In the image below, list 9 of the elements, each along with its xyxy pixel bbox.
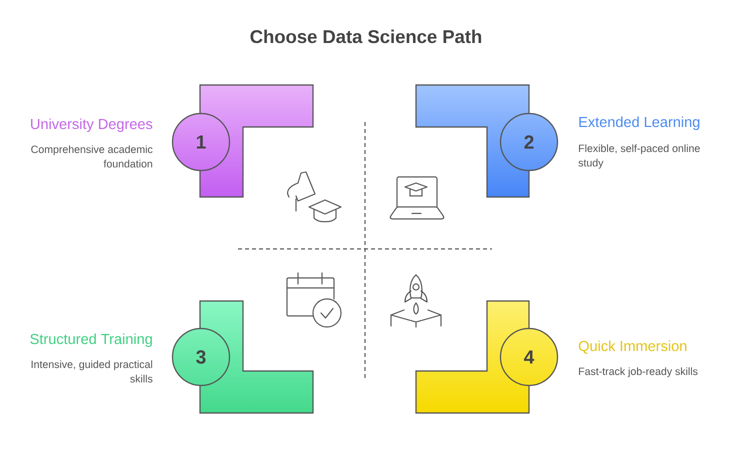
heading: University Degrees bbox=[31, 118, 152, 132]
description: Comprehensive academic foundation bbox=[31, 145, 152, 168]
description: Fast-track job-ready skills bbox=[579, 367, 698, 378]
heading: Structured Training bbox=[30, 333, 152, 347]
description: Flexible, self-paced online study bbox=[578, 144, 700, 169]
heading: Extended Learning bbox=[579, 116, 700, 130]
title: Choose Data Science Path bbox=[250, 30, 482, 44]
description: Intensive, guided practical skills bbox=[32, 360, 152, 383]
heading: Quick Immersion bbox=[578, 340, 686, 354]
